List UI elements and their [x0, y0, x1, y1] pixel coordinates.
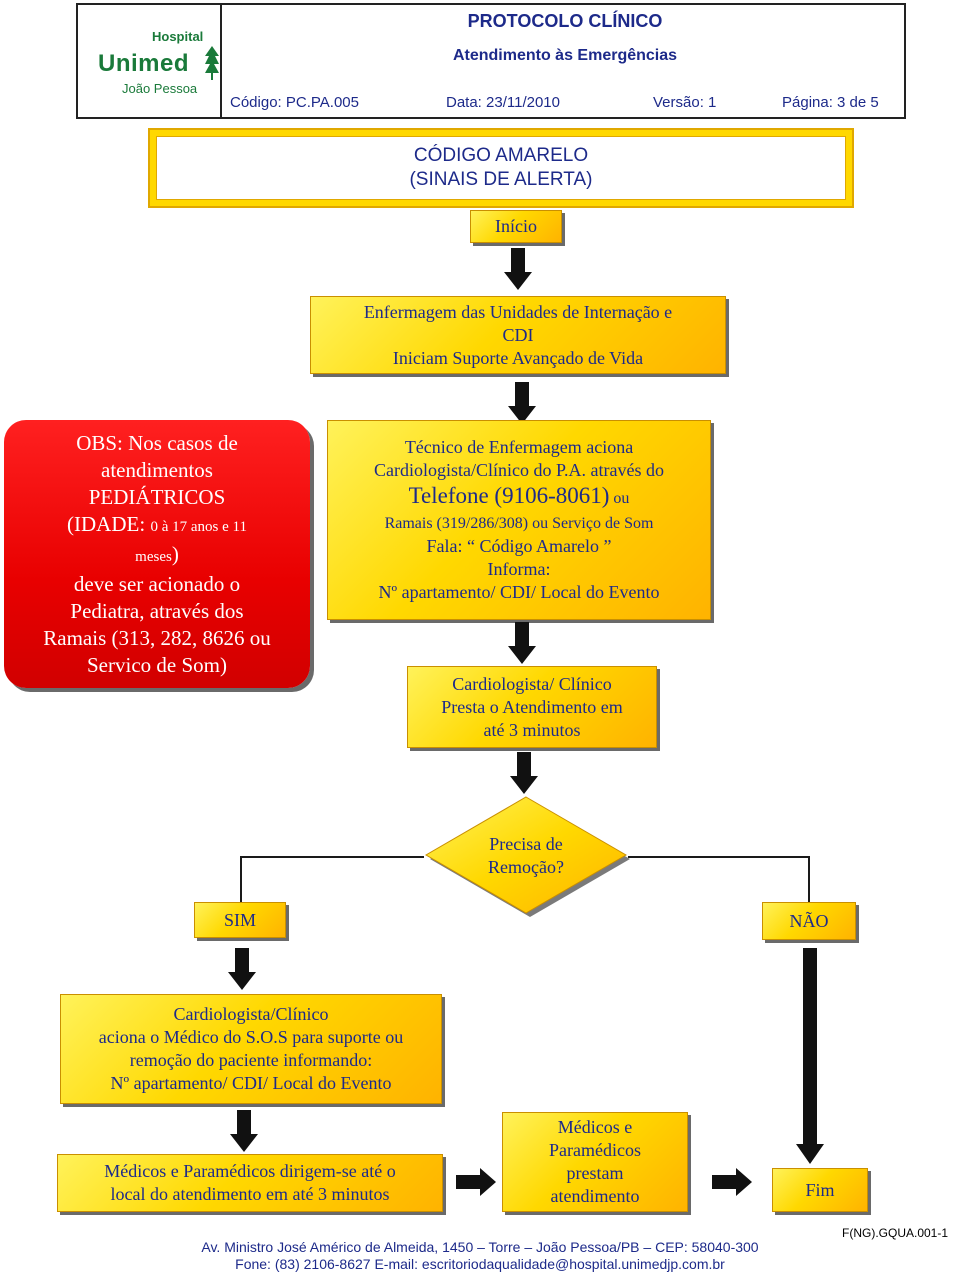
dispatch-line-1: Médicos e Paramédicos dirigem-se até o: [104, 1161, 396, 1181]
logo-hospital-text: Hospital: [152, 29, 204, 44]
document-header: Hospital Unimed João Pessoa PROTOCOLO CL…: [76, 3, 906, 119]
flow-arrow-down-icon: [228, 948, 256, 990]
branch-line-left-down: [240, 856, 242, 902]
paramedics-line-4: atendimento: [550, 1186, 640, 1206]
tech-phone-ou: ou: [609, 490, 630, 507]
decision-line-2: Remoção?: [488, 857, 564, 877]
codigo-amarelo-banner: CÓDIGO AMARELO (SINAIS DE ALERTA): [148, 128, 854, 208]
nursing-line-2: CDI: [502, 324, 534, 345]
start-label: Início: [495, 216, 537, 236]
care-line-1: Cardiologista/ Clínico: [452, 673, 612, 694]
protocol-date: Data: 23/11/2010: [446, 94, 560, 111]
tech-phone: Telefone (9106-8061): [408, 483, 610, 508]
note-line-2: atendimentos: [101, 457, 213, 482]
nursing-step: Enfermagem das Unidades de Internação e …: [310, 296, 726, 374]
logo-city-text: João Pessoa: [122, 81, 198, 96]
flow-arrow-down-icon: [230, 1110, 258, 1152]
note-age-label: (IDADE:: [67, 511, 151, 536]
note-line-7: Pediatra, através dos: [70, 598, 244, 623]
protocol-code: Código: PC.PA.005: [230, 94, 359, 111]
yes-branch: SIM: [194, 902, 286, 938]
tech-line-1: Técnico de Enfermagem aciona: [404, 437, 634, 457]
decision-label: Precisa de Remoção?: [420, 795, 632, 917]
banner-line-1: CÓDIGO AMARELO: [413, 145, 589, 166]
flow-arrow-down-icon: [508, 622, 536, 664]
note-line-1: OBS: Nos casos de: [76, 430, 238, 455]
note-age-range: 0 à 17 anos e 11: [150, 518, 247, 535]
tech-line-6: Informa:: [487, 559, 551, 579]
sos-call-step: Cardiologista/Clínico aciona o Médico do…: [60, 994, 442, 1104]
paramedics-line-3: prestam: [566, 1163, 624, 1183]
no-branch: NÃO: [762, 902, 856, 940]
note-line-5: meses): [135, 541, 179, 571]
cardiologist-care-step: Cardiologista/ Clínico Presta o Atendime…: [407, 666, 657, 748]
flow-arrow-down-icon: [508, 382, 536, 424]
dispatch-line-2: local do atendimento em até 3 minutos: [110, 1184, 390, 1204]
flow-arrow-right-icon: [712, 1168, 752, 1196]
banner-line-2: (SINAIS DE ALERTA): [409, 169, 593, 190]
tech-line-7: Nº apartamento/ CDI/ Local do Evento: [378, 582, 660, 602]
note-line-4: (IDADE: 0 à 17 anos e 11: [67, 511, 247, 541]
note-line-6: deve ser acionado o: [73, 571, 241, 596]
no-label: NÃO: [789, 910, 829, 931]
branch-line-right: [628, 856, 810, 858]
sos-line-4: Nº apartamento/ CDI/ Local do Evento: [110, 1073, 392, 1093]
nursing-line-3: Iniciam Suporte Avançado de Vida: [392, 347, 644, 368]
note-age-close: ): [171, 541, 179, 566]
sos-line-1: Cardiologista/Clínico: [173, 1004, 329, 1024]
yes-label: SIM: [223, 909, 256, 930]
protocol-title: PROTOCOLO CLÍNICO: [467, 11, 663, 31]
technician-call-step: Técnico de Enfermagem aciona Cardiologis…: [327, 420, 711, 620]
branch-line-right-down: [808, 856, 810, 902]
nursing-line-1: Enfermagem das Unidades de Internação e: [363, 301, 673, 322]
paramedics-line-2: Paramédicos: [549, 1140, 641, 1160]
footer-contact: Fone: (83) 2106-8627 E-mail: escritoriod…: [235, 1256, 725, 1272]
note-line-9: Servico de Som): [87, 652, 227, 677]
tech-line-2: Cardiologista/Clínico do P.A. através do: [374, 460, 664, 480]
hospital-logo: Hospital Unimed João Pessoa: [78, 5, 222, 117]
protocol-page: Página: 3 de 5: [782, 94, 879, 111]
sos-line-3: remoção do paciente informando:: [129, 1050, 373, 1070]
form-code: F(NG).GQUA.001-1: [842, 1226, 949, 1240]
note-line-8: Ramais (313, 282, 8626 ou: [43, 625, 271, 650]
decision-diamond: [425, 796, 630, 917]
care-line-2: Presta o Atendimento em: [441, 696, 623, 717]
branch-line-left: [240, 856, 424, 858]
paramedics-care-step: Médicos e Paramédicos prestam atendiment…: [502, 1112, 688, 1212]
protocol-meta-row: Código: PC.PA.005 Data: 23/11/2010 Versã…: [222, 89, 908, 119]
flow-arrow-down-icon: [504, 248, 532, 290]
sos-line-2: aciona o Médico do S.O.S para suporte ou: [98, 1027, 404, 1047]
decision-line-1: Precisa de: [489, 834, 563, 854]
tech-line-3: Telefone (9106-8061) ou: [409, 484, 630, 510]
protocol-subtitle: Atendimento às Emergências: [452, 47, 678, 64]
paramedics-line-1: Médicos e: [557, 1117, 633, 1137]
note-age-months: meses: [135, 548, 172, 565]
flow-arrow-right-icon: [456, 1168, 496, 1196]
long-arrow-down-icon: [796, 948, 824, 1164]
paramedics-dispatch-step: Médicos e Paramédicos dirigem-se até o l…: [57, 1154, 443, 1212]
protocol-version: Versão: 1: [653, 94, 717, 111]
tech-line-4: Ramais (319/286/308) ou Serviço de Som: [384, 515, 654, 532]
care-line-3: até 3 minutos: [483, 719, 581, 740]
end-label: Fim: [805, 1179, 835, 1200]
end-node: Fim: [772, 1168, 868, 1212]
note-line-3: PEDIÁTRICOS: [88, 484, 226, 509]
flow-arrow-down-icon: [510, 752, 538, 794]
unimed-tree-icon: [205, 46, 219, 80]
tech-line-5: Fala: “ Código Amarelo ”: [426, 536, 612, 556]
pediatric-note: OBS: Nos casos de atendimentos PEDIÁTRIC…: [4, 420, 310, 688]
start-node: Início: [470, 210, 562, 243]
footer-address: Av. Ministro José Américo de Almeida, 14…: [201, 1239, 759, 1255]
logo-brand-text: Unimed: [98, 50, 190, 77]
